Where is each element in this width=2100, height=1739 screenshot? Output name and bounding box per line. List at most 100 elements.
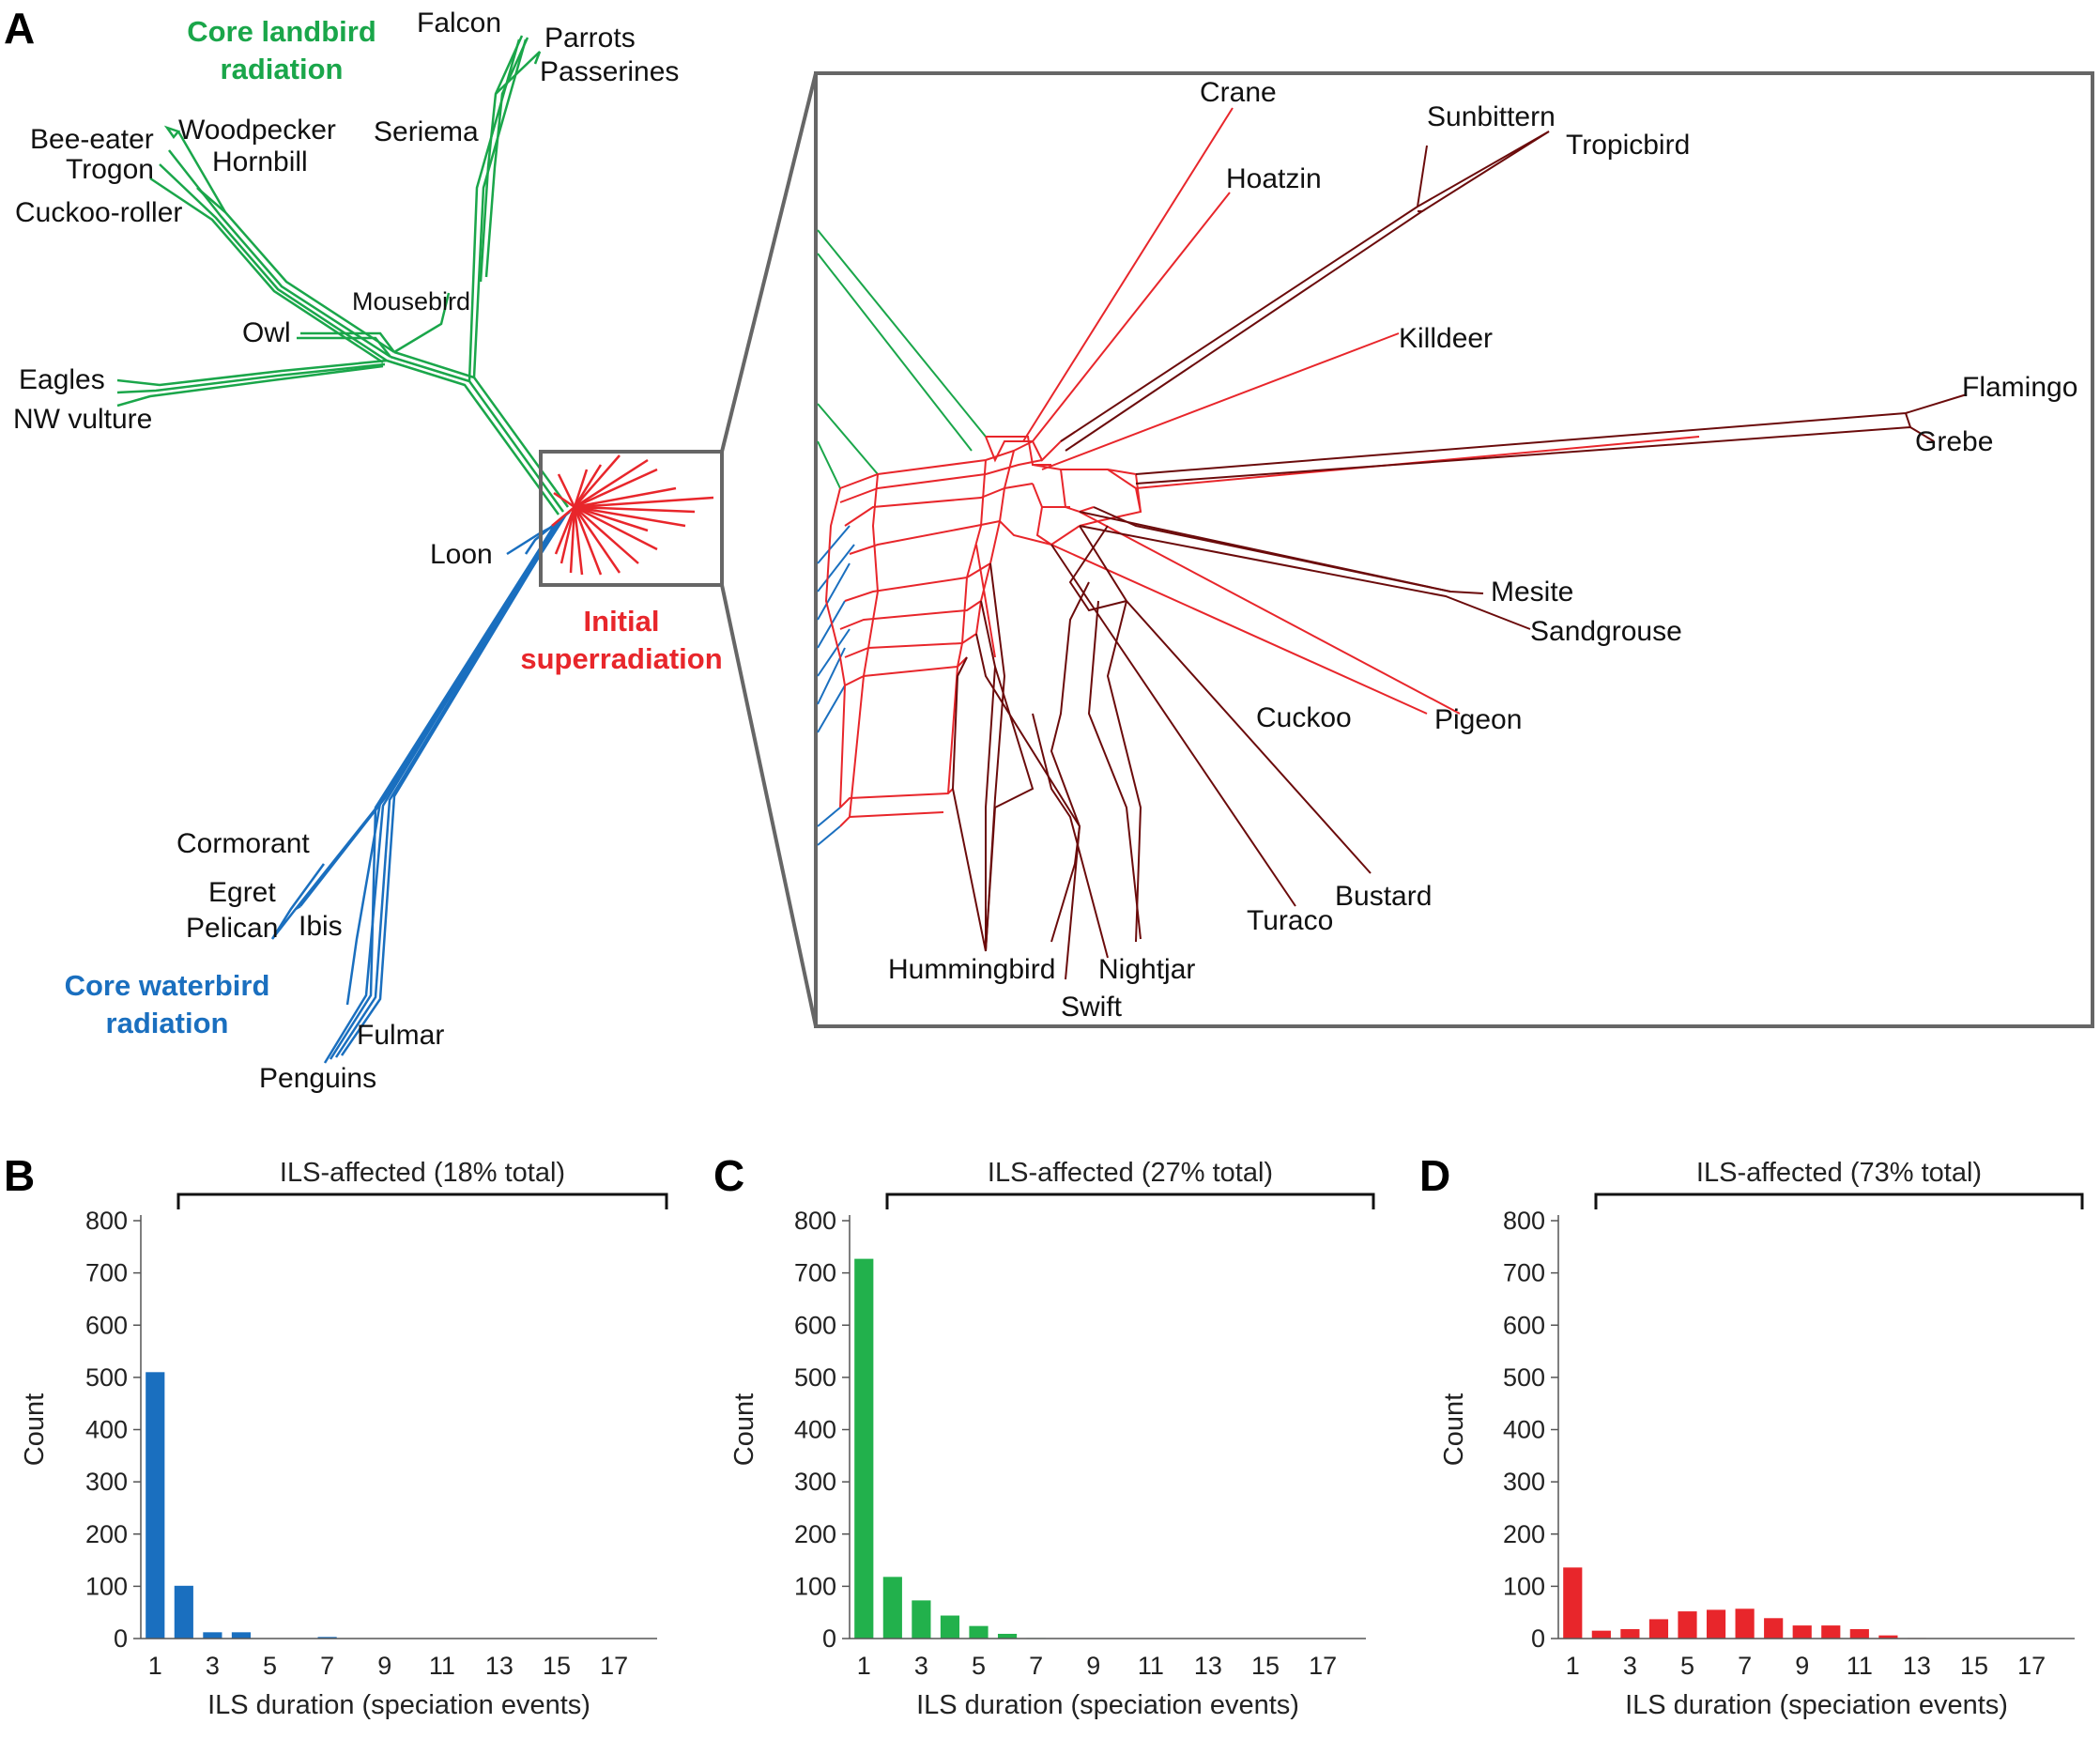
taxon-pelican: Pelican bbox=[186, 913, 278, 944]
y-tick-label: 100 bbox=[794, 1572, 836, 1600]
x-axis-title: ILS duration (speciation events) bbox=[1625, 1690, 2008, 1720]
taxon-trogon: Trogon bbox=[66, 154, 154, 185]
bar bbox=[1878, 1635, 1898, 1639]
x-tick-label: 9 bbox=[1795, 1652, 1809, 1680]
y-tick-label: 100 bbox=[1503, 1572, 1545, 1600]
y-tick-label: 600 bbox=[1503, 1311, 1545, 1339]
x-tick-label: 13 bbox=[485, 1652, 514, 1680]
x-axis-title: ILS duration (speciation events) bbox=[207, 1690, 590, 1720]
landbird-label-line2: radiation bbox=[221, 53, 344, 85]
x-tick-label: 13 bbox=[1194, 1652, 1222, 1680]
y-tick-label: 700 bbox=[794, 1259, 836, 1287]
taxon-egret: Egret bbox=[208, 877, 276, 908]
x-tick-label: 7 bbox=[1738, 1652, 1752, 1680]
y-tick-label: 0 bbox=[822, 1624, 836, 1653]
y-axis-title: Count bbox=[1439, 1393, 1469, 1466]
taxon-loon: Loon bbox=[430, 539, 493, 570]
bar bbox=[1821, 1625, 1841, 1639]
bar bbox=[1764, 1618, 1784, 1639]
x-tick-label: 5 bbox=[1680, 1652, 1694, 1680]
taxon-falcon: Falcon bbox=[417, 8, 501, 38]
y-tick-label: 500 bbox=[85, 1363, 128, 1392]
ils-bracket bbox=[176, 1193, 668, 1209]
x-tick-label: 15 bbox=[1960, 1652, 1988, 1680]
bar bbox=[174, 1585, 193, 1639]
taxon-mesite: Mesite bbox=[1491, 577, 1573, 608]
y-tick-label: 700 bbox=[1503, 1259, 1545, 1287]
taxon-turaco: Turaco bbox=[1247, 905, 1333, 936]
zoom-connector-bottom bbox=[720, 584, 818, 1027]
y-tick-label: 300 bbox=[794, 1468, 836, 1496]
x-tick-label: 17 bbox=[2017, 1652, 2046, 1680]
x-tick-label: 17 bbox=[600, 1652, 628, 1680]
y-axis-title: Count bbox=[20, 1393, 50, 1466]
x-tick-label: 15 bbox=[1251, 1652, 1280, 1680]
x-tick-label: 5 bbox=[263, 1652, 277, 1680]
taxon-hummingbird: Hummingbird bbox=[888, 954, 1055, 985]
taxon-mousebird: Mousebird bbox=[352, 287, 470, 315]
x-tick-label: 11 bbox=[429, 1652, 455, 1680]
x-tick-label: 1 bbox=[857, 1652, 871, 1680]
x-tick-label: 9 bbox=[377, 1652, 391, 1680]
taxon-passerines: Passerines bbox=[540, 56, 679, 87]
bar bbox=[940, 1615, 960, 1639]
bar bbox=[231, 1632, 252, 1639]
bar bbox=[1620, 1628, 1640, 1639]
zoom-inset-frame bbox=[814, 71, 2094, 1028]
bar bbox=[1735, 1608, 1755, 1639]
bar bbox=[969, 1625, 989, 1639]
bar bbox=[1849, 1628, 1869, 1639]
taxon-cuckoo-roller: Cuckoo-roller bbox=[15, 197, 182, 228]
bar bbox=[203, 1632, 222, 1639]
y-tick-label: 600 bbox=[794, 1311, 836, 1339]
x-tick-label: 9 bbox=[1086, 1652, 1100, 1680]
taxon-ibis: Ibis bbox=[299, 911, 343, 942]
y-tick-label: 500 bbox=[1503, 1363, 1545, 1392]
ils-bracket-label: ILS-affected (27% total) bbox=[988, 1158, 1273, 1188]
superradiation-label-line2: superradiation bbox=[520, 642, 722, 675]
taxon-woodpecker: Woodpecker bbox=[178, 115, 336, 146]
taxon-crane: Crane bbox=[1200, 77, 1277, 108]
zoom-connector-top bbox=[720, 72, 818, 453]
y-tick-label: 200 bbox=[1503, 1520, 1545, 1548]
x-axis-title: ILS duration (speciation events) bbox=[916, 1690, 1299, 1720]
y-tick-label: 400 bbox=[1503, 1416, 1545, 1444]
taxon-sandgrouse: Sandgrouse bbox=[1530, 616, 1682, 647]
x-tick-label: 3 bbox=[914, 1652, 928, 1680]
panel-letter-a: A bbox=[4, 4, 35, 53]
panel-letter-c: C bbox=[713, 1151, 744, 1200]
panel-letter-d: D bbox=[1419, 1151, 1450, 1200]
y-tick-label: 400 bbox=[794, 1416, 836, 1444]
inset-network bbox=[817, 107, 1968, 980]
x-tick-label: 13 bbox=[1903, 1652, 1931, 1680]
taxon-killdeer: Killdeer bbox=[1399, 323, 1493, 354]
y-tick-label: 400 bbox=[85, 1416, 128, 1444]
bar bbox=[912, 1600, 931, 1639]
taxon-owl: Owl bbox=[242, 317, 291, 348]
y-axis-title: Count bbox=[729, 1393, 759, 1466]
taxon-swift: Swift bbox=[1061, 992, 1123, 1023]
y-tick-label: 300 bbox=[85, 1468, 128, 1496]
y-tick-label: 0 bbox=[114, 1624, 128, 1653]
y-tick-label: 500 bbox=[794, 1363, 836, 1392]
bar bbox=[1591, 1630, 1611, 1639]
x-tick-label: 1 bbox=[148, 1652, 162, 1680]
bar bbox=[1678, 1611, 1697, 1639]
x-tick-label: 7 bbox=[1029, 1652, 1043, 1680]
taxon-hoatzin: Hoatzin bbox=[1226, 163, 1322, 194]
bar bbox=[854, 1258, 874, 1639]
y-tick-label: 800 bbox=[794, 1207, 836, 1235]
landbird-network bbox=[116, 35, 570, 516]
superradiation-overview bbox=[551, 454, 714, 576]
taxon-grebe: Grebe bbox=[1915, 426, 1993, 457]
x-tick-label: 7 bbox=[320, 1652, 334, 1680]
y-tick-label: 200 bbox=[85, 1520, 128, 1548]
taxon-parrots: Parrots bbox=[544, 23, 636, 54]
bar bbox=[1706, 1609, 1726, 1639]
x-tick-label: 17 bbox=[1309, 1652, 1337, 1680]
taxon-cormorant: Cormorant bbox=[176, 828, 310, 859]
x-tick-label: 3 bbox=[206, 1652, 220, 1680]
